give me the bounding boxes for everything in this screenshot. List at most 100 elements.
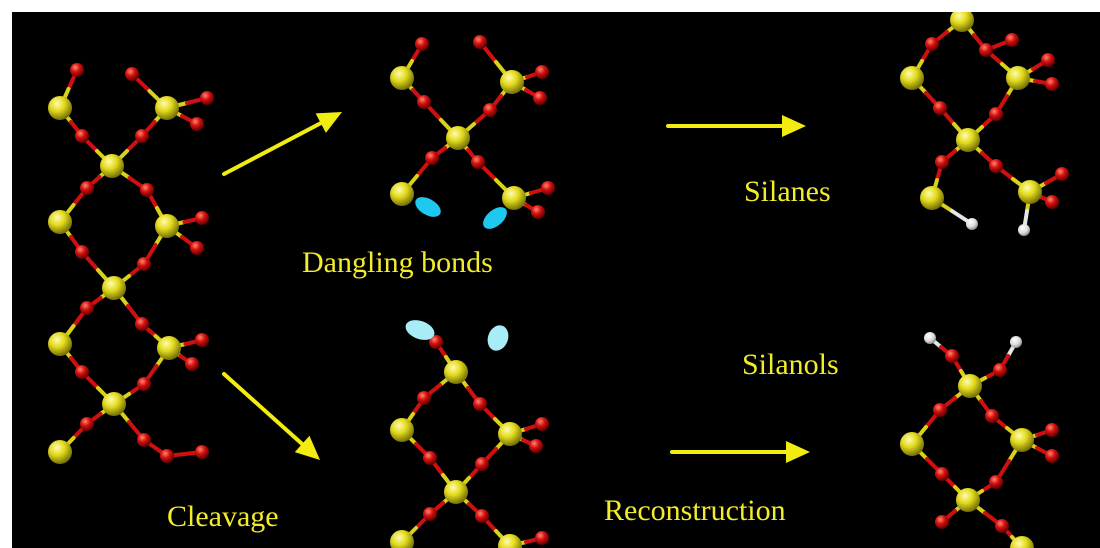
arrow-layer [222,112,810,463]
oxygen-atom [1045,77,1059,91]
oxygen-atom [195,333,209,347]
oxygen-atom [535,65,549,79]
silicon-atom [1010,428,1034,452]
oxygen-atom [925,37,939,51]
arrow-reconstruction-head [786,441,810,463]
oxygen-atom [195,211,209,225]
oxygen-atom [533,91,547,105]
oxygen-atom [529,439,543,453]
bonds-bulk-chain [58,68,209,458]
oxygen-atom [933,403,947,417]
oxygen-atom [1005,33,1019,47]
bonds-dangling-bottom [400,340,544,548]
label-dangling-bonds: Dangling bonds [302,246,493,279]
silicon-atom [502,186,526,210]
oxygen-atom [200,91,214,105]
oxygen-atom [993,363,1007,377]
silicon-atom [48,96,72,120]
arrow-cleave-up-head [315,112,342,133]
oxygen-atom [1055,167,1069,181]
oxygen-atom [1041,53,1055,67]
silicon-atom [956,488,980,512]
silicon-atom [155,214,179,238]
silicon-atom [950,12,974,32]
dangling-bond-lobe [415,197,441,217]
oxygen-atom [945,349,959,363]
oxygen-atom [473,397,487,411]
oxygen-atom [417,391,431,405]
oxygen-atom [137,377,151,391]
oxygen-atom [989,107,1003,121]
oxygen-atom [190,117,204,131]
oxygen-atom [75,245,89,259]
silicon-atom [444,360,468,384]
oxygen-atom [125,67,139,81]
silicon-atom [100,154,124,178]
oxygen-atom [80,181,94,195]
hydrogen-atom [1018,224,1030,236]
silicon-atom [1010,536,1034,548]
oxygen-atom [185,357,199,371]
oxygen-atom [995,519,1009,533]
oxygen-atom [531,205,545,219]
silicon-atom [102,276,126,300]
oxygen-atom [475,509,489,523]
arrow-cleave-down-shaft [222,372,305,446]
structure-silanols-structure [900,332,1059,548]
silicon-atom [444,480,468,504]
oxygen-atom [135,129,149,143]
oxygen-atom [75,129,89,143]
oxygen-atom [195,445,209,459]
oxygen-atom [429,335,443,349]
silicon-atom [958,374,982,398]
silicon-atom [1018,180,1042,204]
oxygen-atom [80,301,94,315]
bonds-dangling-top [400,40,550,214]
oxygen-atom [935,515,949,529]
silicon-atom [446,126,470,150]
silicon-atom [498,534,522,548]
oxygen-atom [935,155,949,169]
label-reconstruction: Reconstruction [604,494,786,527]
oxygen-atom [1045,423,1059,437]
silicon-atom [956,128,980,152]
arrow-cleave-up-shaft [222,121,323,176]
structure-silanes-structure [900,12,1069,236]
dangling-bond-lobe [483,207,507,229]
structure-dangling-top [390,35,555,219]
silicon-atom [500,70,524,94]
oxygen-atom [483,103,497,117]
figure-panel: Dangling bonds Silanes Silanols Cleavage… [12,12,1100,548]
silicon-atom [157,336,181,360]
hydrogen-atom [1010,336,1022,348]
oxygen-atom [415,37,429,51]
label-cleavage: Cleavage [167,500,279,533]
oxygen-atom [75,365,89,379]
hydrogen-atom [966,218,978,230]
oxygen-atom [80,417,94,431]
oxygen-atom [1045,195,1059,209]
silicon-atom [48,210,72,234]
hydrogen-atom [924,332,936,344]
oxygen-atom [1045,449,1059,463]
silicon-atom [900,432,924,456]
oxygen-atom [475,457,489,471]
oxygen-atom [137,433,151,447]
structure-dangling-bottom [390,335,549,548]
oxygen-atom [160,449,174,463]
silicon-atom [1006,66,1030,90]
oxygen-atom [979,43,993,57]
dangling-bond-lobe [487,325,509,351]
oxygen-atom [471,155,485,169]
dangling-bond-lobe [405,320,435,340]
silicon-atom [390,182,414,206]
silicon-atom [48,332,72,356]
label-silanes: Silanes [744,175,831,208]
silica-surface-diagram [48,12,1069,548]
silicon-atom [102,392,126,416]
oxygen-atom [473,35,487,49]
silicon-atom [390,66,414,90]
oxygen-atom [989,475,1003,489]
silicon-atom [920,186,944,210]
structure-bulk-chain [48,63,214,464]
